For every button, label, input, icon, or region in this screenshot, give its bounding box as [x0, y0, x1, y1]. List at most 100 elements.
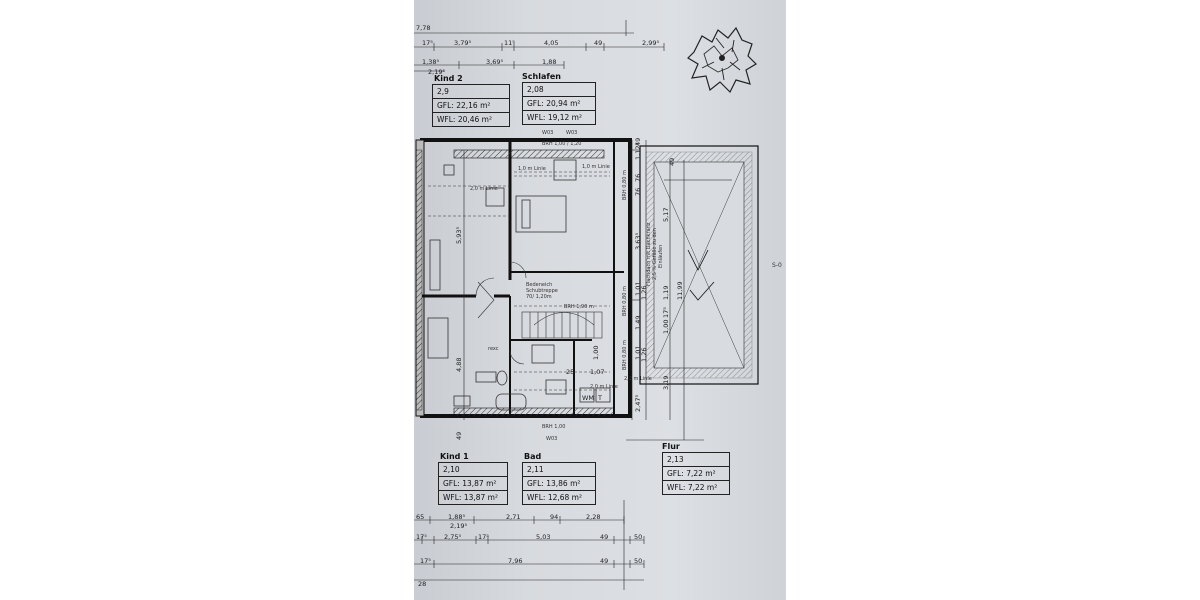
dim-bot-2: 1,88⁵ [448, 513, 465, 521]
top-dimension-lines [414, 20, 665, 72]
dim-top-4: 4,05 [544, 39, 558, 47]
ann-dach2: 2,5 % Gefälle zu den [652, 228, 658, 280]
dim-bot-12: 50 [634, 533, 642, 541]
vertical-dimension-lines [463, 140, 704, 441]
dim-top-3: 11⁵ [504, 39, 515, 47]
ann-w03b: W03 [566, 130, 577, 136]
ann-t: T [597, 394, 602, 402]
dim-r5: 1,01 [634, 282, 642, 296]
dim-m3: 17⁵ [662, 307, 670, 318]
room-bad-num: 2,11 [522, 462, 596, 477]
room-bad-name: Bad [524, 452, 542, 461]
dim-bot-1: 65 [416, 513, 424, 521]
ann-brh1: BRH 1,90 m [564, 304, 594, 310]
room-flur-table: 2,13 GFL: 7,22 m² WFL: 7,22 m² [662, 452, 730, 495]
room-flur-name: Flur [662, 442, 680, 451]
dim-r4: 3,63⁵ [634, 233, 642, 250]
room-flur-num: 2,13 [662, 452, 730, 467]
dim-top-2: 3,79⁵ [454, 39, 471, 47]
room-bad-wfl: WFL: 12,68 m² [522, 490, 596, 505]
dim-bot-9: 17⁵ [478, 533, 489, 541]
ann-linie3: 2,0 m Linie [470, 186, 498, 192]
plan-annotations: 1,0 m Linie 1,0 m Linie 2,0 m Linie 2,0 … [470, 130, 664, 442]
dim-r7: 1,49 [634, 316, 642, 330]
dim-top-6: 2,99⁵ [642, 39, 659, 47]
dim-bot-8: 2,75⁵ [444, 533, 461, 541]
dim-top-5: 49 [594, 39, 602, 47]
ann-wm: WM [582, 394, 594, 402]
room-bad-gfl: GFL: 13,86 m² [522, 476, 596, 491]
staircase [477, 281, 603, 339]
room-kind2-table: 2,9 GFL: 22,16 m² WFL: 20,46 m² [432, 84, 510, 127]
ann-linie2: 1,0 m Linie [582, 164, 610, 170]
ann-linie5: 2,2 m Linie [624, 376, 652, 382]
room-kind1-wfl: WFL: 13,87 m² [438, 490, 508, 505]
dim-top-9: 1,88 [542, 58, 556, 66]
room-kind1-table: 2,10 GFL: 13,87 m² WFL: 13,87 m² [438, 462, 508, 505]
flat-roof [639, 145, 759, 385]
dim-top-10: 2,19⁵ [428, 68, 445, 76]
room-kind2-name: Kind 2 [434, 74, 463, 83]
room-kind2-gfl: GFL: 22,16 m² [432, 98, 510, 113]
dim-m2: 1,19 [662, 286, 670, 300]
room-schlafen-gfl: GFL: 20,94 m² [522, 96, 596, 111]
dim-tr2: 49 [668, 158, 676, 166]
ann-dach1: Flachdach mit Dachkranz [646, 222, 652, 286]
room-schlafen-num: 2,08 [522, 82, 596, 97]
room-flur-gfl: GFL: 7,22 m² [662, 466, 730, 481]
ann-treppe3: 70/ 1,20m [526, 294, 552, 300]
room-kind1-num: 2,10 [438, 462, 508, 477]
dim-r10: 2,47⁵ [634, 395, 642, 412]
room-schlafen-name: Schlafen [522, 72, 561, 81]
dim-bot-13: 17⁵ [420, 557, 431, 565]
dim-m5: 3,19 [662, 376, 670, 390]
ann-dach3: Einläufen [658, 245, 664, 268]
drawing-sheet: 7,78 17⁵ 3,79⁵ 11⁵ 4,05 49 2,99⁵ 1,38⁵ 3… [414, 0, 786, 600]
dim-bot-5: 2,28 [586, 513, 600, 521]
dim-bot-16: 50 [634, 557, 642, 565]
dim-top-7: 1,38⁵ [422, 58, 439, 66]
room-kind1-gfl: GFL: 13,87 m² [438, 476, 508, 491]
dim-r2: 76 [634, 174, 642, 182]
dim-bot-6: 2,19⁵ [450, 522, 467, 530]
ann-d25: 25 [566, 368, 574, 376]
ann-w03a: W03 [542, 130, 553, 136]
dim-bot-11: 49 [600, 533, 608, 541]
room-schlafen-table: 2,08 GFL: 20,94 m² WFL: 19,12 m² [522, 82, 596, 125]
ann-brh-bot: BRH 1,00 [542, 424, 565, 430]
ann-treppe1: Bedeneich [526, 282, 552, 288]
ann-d107: 1,07 [590, 368, 604, 376]
room-kind1-name: Kind 1 [440, 452, 469, 461]
sheet-edge-label: S-0 [772, 262, 782, 269]
dim-r9: 1,26 [640, 348, 648, 362]
ann-brh2: BRH 0,80 m [622, 170, 628, 200]
room-flur-wfl: WFL: 7,22 m² [662, 480, 730, 495]
dim-tr1: 49 [634, 138, 642, 146]
room-schlafen-wfl: WFL: 19,12 m² [522, 110, 596, 125]
furniture [427, 159, 611, 411]
dim-overall: 7,78 [416, 24, 430, 32]
bottom-dimension-lines [414, 500, 645, 590]
dim-r8: 1,01 [634, 346, 642, 360]
tree-icon [687, 26, 757, 94]
ann-treppe2: Schubtreppe [526, 288, 558, 294]
ann-rw: rexc [488, 346, 499, 352]
vertical-dimension-texts: 5,93⁵ 4,88 49 1,12⁵ 76 76 3,63⁵ 1,01 1,2… [455, 138, 684, 440]
dim-bot-3: 2,71 [506, 513, 520, 521]
doors [475, 261, 527, 365]
ann-d100: 1,00 [592, 346, 600, 360]
room-bad-table: 2,11 GFL: 13,86 m² WFL: 12,68 m² [522, 462, 596, 505]
dim-left-2: 4,88 [455, 358, 463, 372]
dim-bot-4: 94 [550, 513, 558, 521]
dim-outer: 11,99 [676, 281, 684, 300]
ann-brh-top: BRH 1,00 / 1,20 [542, 141, 581, 147]
ann-w03c: W03 [546, 436, 557, 442]
ann-brh3: BRH 0,80 m [622, 286, 628, 316]
dim-m1: 5,17 [662, 208, 670, 222]
dim-r3: 76 [634, 188, 642, 196]
walls [415, 138, 632, 418]
dim-bot-14: 7,96 [508, 557, 522, 565]
dim-top-1: 17⁵ [422, 39, 433, 47]
room-kind2-num: 2,9 [432, 84, 510, 99]
dim-left-1: 5,93⁵ [455, 227, 463, 244]
